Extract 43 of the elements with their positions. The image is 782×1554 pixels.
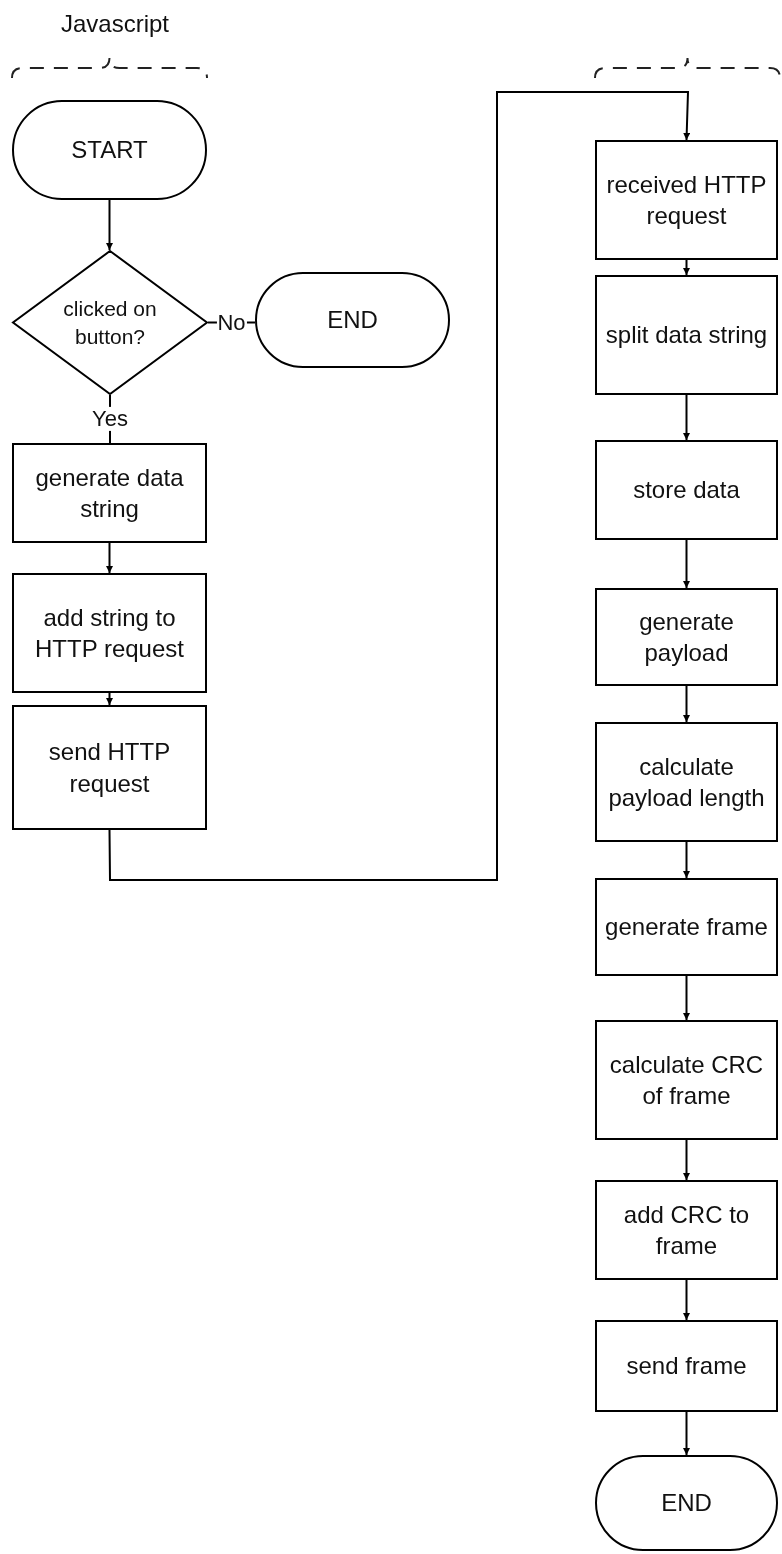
decision-text: clicked on button? <box>62 296 158 350</box>
arrow <box>683 841 690 879</box>
step-text: generate data string <box>34 462 185 524</box>
process-box <box>595 722 778 842</box>
step-text: add string to HTTP request <box>34 602 185 664</box>
process-box <box>12 705 207 830</box>
step-text: send HTTP request <box>47 737 172 799</box>
arrow <box>683 685 690 723</box>
arrow <box>683 1279 690 1321</box>
arrow <box>108 91 691 881</box>
step-text: split data string <box>605 320 768 351</box>
process-box <box>12 443 207 543</box>
step-text: calculate payload length <box>607 751 766 813</box>
edge-label: Yes <box>91 406 129 432</box>
process-box <box>595 1180 778 1280</box>
process-box <box>595 1320 778 1412</box>
column-heading: Javascript <box>61 10 169 38</box>
process-box <box>12 573 207 693</box>
process-box <box>595 140 778 260</box>
step-text: END <box>661 1488 712 1519</box>
arrow <box>683 1411 690 1456</box>
arrow <box>106 692 113 706</box>
arrow <box>106 199 113 251</box>
arrow <box>683 1139 690 1181</box>
process-box <box>595 588 778 686</box>
step-text: END <box>327 305 378 336</box>
step-text: generate payload <box>638 606 735 668</box>
process-box <box>595 440 778 540</box>
step-text: send frame <box>626 1351 747 1382</box>
step-text: add CRC to frame <box>622 1199 751 1261</box>
arrow <box>683 539 690 589</box>
process-box <box>595 1020 778 1140</box>
step-text: received HTTP request <box>605 169 768 231</box>
step-text: START <box>71 135 148 166</box>
step-text: store data <box>633 475 740 506</box>
arrow <box>683 394 690 441</box>
step-text: generate frame <box>605 912 768 943</box>
step-text: calculate CRC of frame <box>608 1049 765 1111</box>
arrow <box>683 259 690 276</box>
process-box <box>595 878 778 976</box>
arrow <box>683 975 690 1021</box>
arrow <box>106 542 113 574</box>
process-box <box>595 275 778 395</box>
